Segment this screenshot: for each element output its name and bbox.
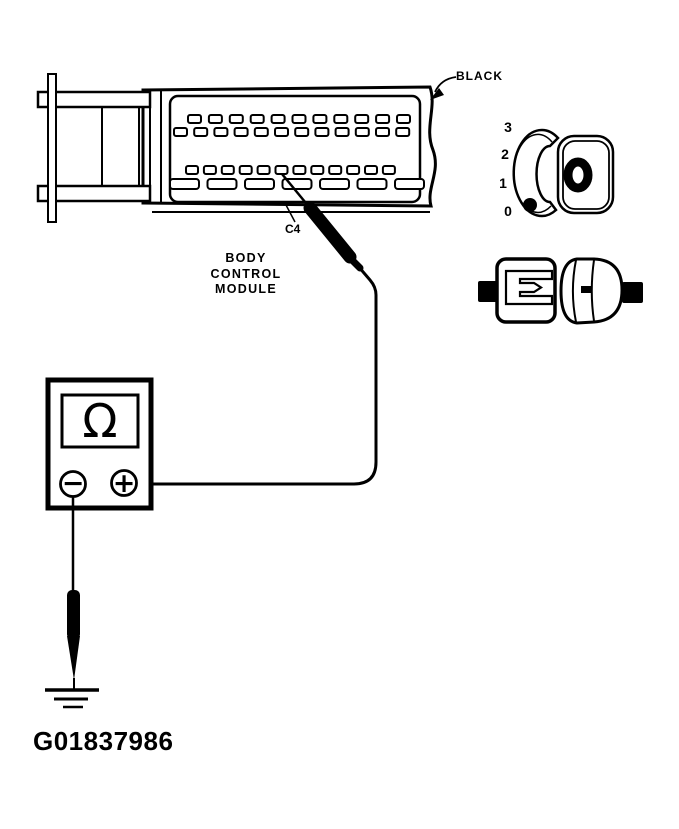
connector-pin [364, 165, 378, 175]
connector-pin [312, 114, 328, 124]
bracket-top-arm [36, 90, 152, 109]
connector-pin [256, 165, 271, 175]
connector-pin [396, 114, 411, 124]
black-wire-callout-arrow [430, 76, 457, 100]
ohm-symbol: Ω [82, 394, 117, 448]
connector-pin [346, 165, 361, 175]
ground-lead [67, 496, 80, 689]
ground-probe-body [67, 590, 80, 639]
mounting-bracket [36, 73, 152, 223]
wire-stub-left [478, 281, 499, 302]
dial-knob-inner [562, 140, 610, 210]
ohmmeter-display [60, 393, 140, 449]
female-shell-line-1 [572, 259, 577, 323]
dial-scale-1: 1 [499, 175, 507, 191]
connector-pin [375, 114, 391, 124]
connector-pin [395, 127, 411, 137]
ground-probe-taper [67, 636, 80, 680]
connector-pin [202, 165, 217, 175]
connector-pin [206, 178, 238, 190]
connector-pin [354, 127, 370, 137]
ignition-dial [512, 128, 615, 218]
connector-pin [270, 114, 286, 124]
module-label-line-3: MODULE [215, 282, 277, 296]
meter-positive-lead-wire [137, 258, 378, 486]
connector-pin [292, 165, 307, 175]
dial-pointer-dot [523, 198, 537, 212]
probe-collar [345, 253, 364, 272]
connector-pin [381, 165, 396, 175]
c4-leader-line [285, 204, 296, 223]
bracket-opening [101, 106, 140, 187]
connector-pin [314, 127, 330, 137]
connector-pin [253, 127, 269, 137]
connector-pin [213, 127, 229, 137]
connector-pin [238, 165, 253, 175]
connector-pin [294, 127, 310, 137]
connector-pin [319, 178, 350, 190]
test-probe-top [281, 173, 364, 272]
module-label-line-2: CONTROL [210, 266, 282, 281]
plus-terminal [110, 469, 138, 497]
connector-pin [228, 114, 244, 124]
connector-pin [274, 165, 289, 175]
connector-pin [249, 114, 265, 124]
connector-pin [310, 165, 325, 175]
connector-c4-label: C4 [285, 222, 301, 236]
connector-pin [356, 178, 388, 190]
connector-pin [334, 127, 350, 137]
dial-scale-0: 0 [504, 203, 512, 219]
ohmmeter: Ω − + [45, 377, 154, 511]
connector-pin [169, 178, 200, 190]
figure-id: G01837986 [33, 726, 174, 756]
callout-arrow-shaft [434, 76, 457, 93]
connector-pin [220, 165, 235, 175]
dial-knob-oval-icon [563, 157, 593, 193]
plus-terminal-icon: + [113, 468, 136, 499]
connector-pin [291, 114, 307, 124]
wire-color-label: BLACK [456, 69, 503, 83]
probe-body [303, 201, 357, 264]
connector-pin [185, 165, 199, 175]
dial-disc-rim [513, 133, 553, 214]
connector-pin [187, 114, 202, 124]
inline-connector-pair [478, 257, 643, 325]
connector-pin [274, 127, 289, 137]
connector-pin [328, 165, 343, 175]
connector-pin [375, 127, 390, 137]
connector-pin [233, 127, 249, 137]
dial-scale-2: 2 [501, 146, 509, 162]
bcm-connector [36, 73, 437, 223]
wire-stub-right [622, 282, 643, 303]
connector-pin [394, 178, 425, 190]
connector-pin [244, 178, 275, 190]
probe-tip [281, 173, 311, 209]
female-terminal-slot [581, 286, 592, 293]
connector-pin [193, 127, 209, 137]
dial-disc [512, 128, 560, 218]
dial-scale-3: 3 [504, 119, 512, 135]
connector-pin [333, 114, 349, 124]
connector-pin [173, 127, 188, 137]
connector-pin [354, 114, 370, 124]
minus-terminal-icon: − [62, 468, 85, 499]
male-terminal-fork [504, 269, 554, 306]
ground-symbol-icon [45, 688, 99, 709]
module-label-line-1: BODY [225, 251, 267, 265]
connector-pin [207, 114, 223, 124]
body-control-module-label: BODY CONTROL MODULE [211, 251, 282, 298]
bracket-rod [47, 73, 57, 223]
callout-arrowhead [430, 88, 444, 100]
bracket-bottom-arm [36, 184, 152, 203]
